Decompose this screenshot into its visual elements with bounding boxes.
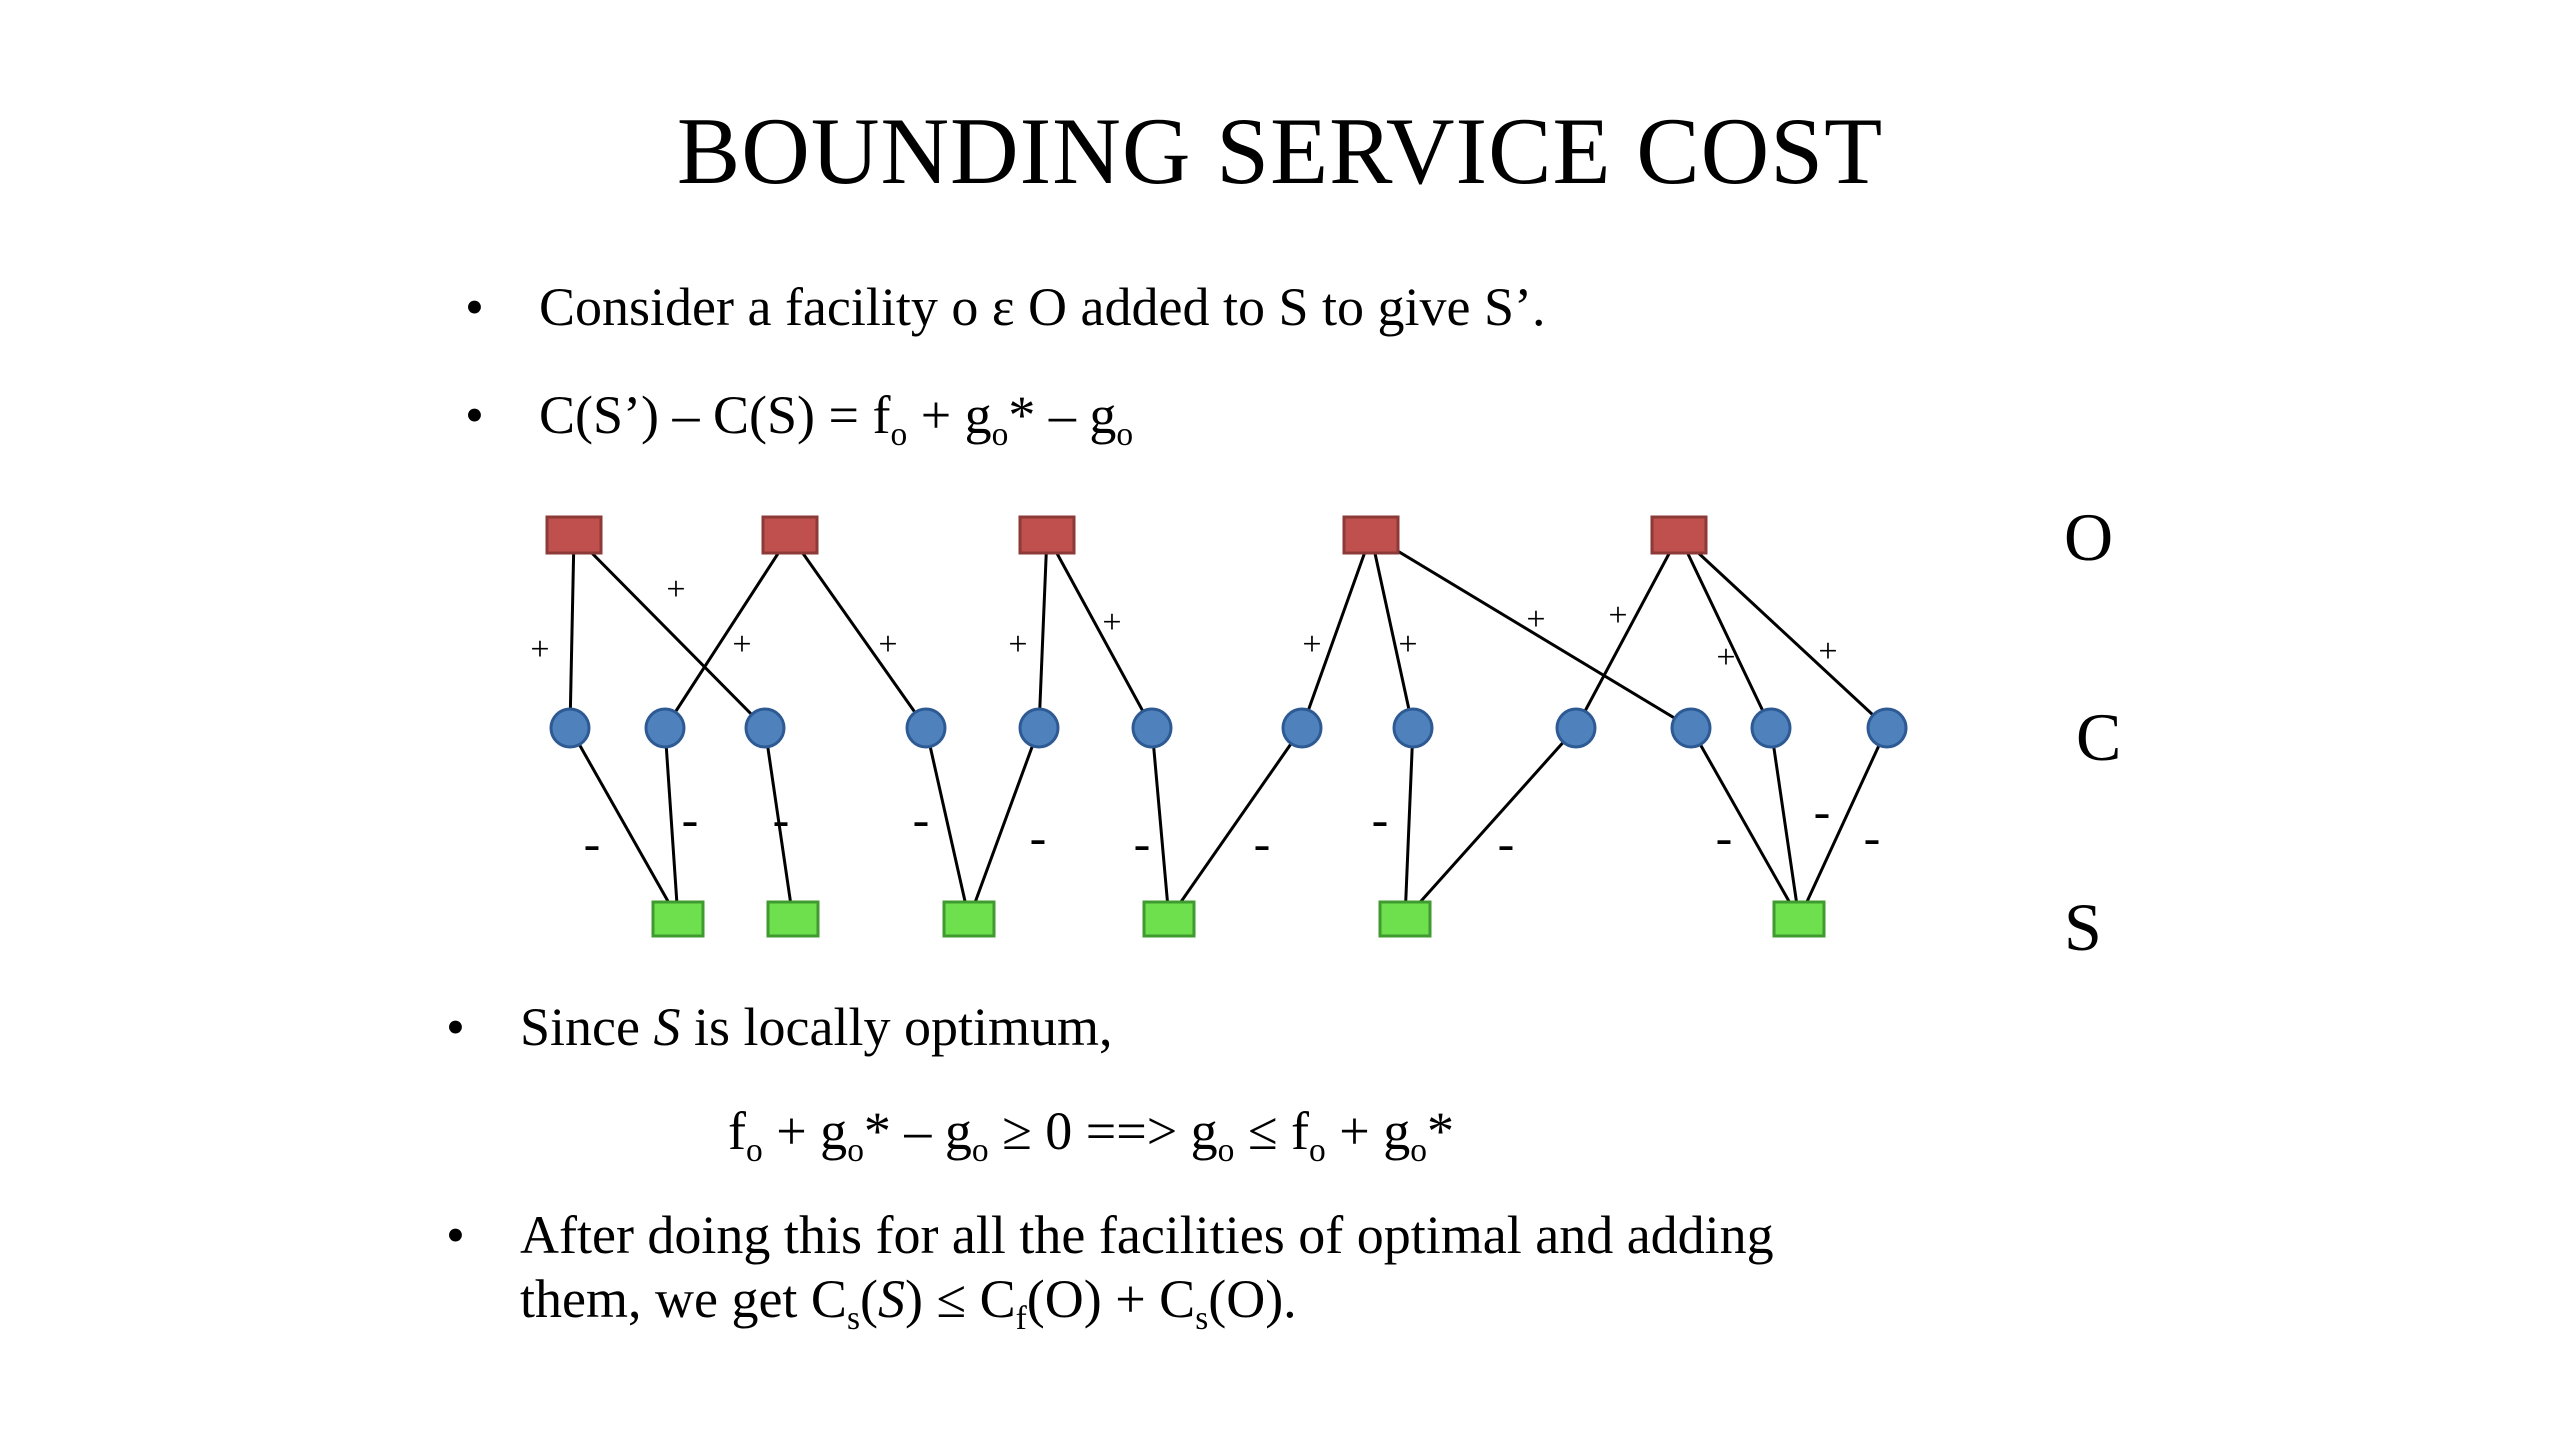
optimal-to-client-edge <box>1677 534 1773 729</box>
bullet-cost-difference: • C(S’) – C(S) = fo + go* – go <box>465 384 1134 453</box>
minus-sign-label: - <box>1814 783 1831 839</box>
plus-sign-label: + <box>1716 639 1735 676</box>
row-label-solution-facilities: S <box>2064 889 2102 965</box>
plus-sign-label: + <box>1102 604 1121 641</box>
optimal-to-client-edge <box>1677 533 1889 730</box>
minus-sign-label: - <box>1134 815 1151 871</box>
minus-sign-label: - <box>1864 809 1881 865</box>
bullet-locally-optimum-text: Since S is locally optimum, <box>520 997 1113 1057</box>
bullet-after-summing-text: After doing this for all the facilities … <box>520 1204 1774 1337</box>
bullet-locally-optimum: • Since S is locally optimum, <box>446 996 1112 1060</box>
plus-sign-label: + <box>732 626 751 663</box>
bullet-marker: • <box>446 997 465 1057</box>
client-to-solution-edge <box>1167 727 1304 920</box>
bullet-after-summing-line2: them, we get Cs(S) ≤ Cf(O) + Cs(O). <box>520 1268 1297 1337</box>
client-node <box>1866 707 1908 749</box>
client-to-solution-edge <box>1403 726 1578 921</box>
optimal-to-client-edge <box>1370 533 1692 730</box>
client-node <box>1018 707 1060 749</box>
client-to-solution-edge <box>663 727 680 920</box>
optimal-facility-node <box>1342 515 1400 555</box>
plus-sign-label: + <box>1302 626 1321 663</box>
solution-facility-node <box>1772 900 1826 938</box>
minus-sign-label: - <box>584 815 601 871</box>
plus-sign-label: + <box>1008 626 1027 663</box>
row-label-clients: C <box>2076 699 2122 775</box>
minus-sign-label: - <box>682 791 699 847</box>
optimal-facility-node <box>761 515 819 555</box>
bullet-after-summing: • After doing this for all the facilities… <box>446 1204 1774 1337</box>
client-node <box>1555 707 1597 749</box>
plus-sign-label: + <box>1526 601 1545 638</box>
client-to-solution-edge <box>1769 727 1801 920</box>
bullet-marker: • <box>465 277 484 337</box>
solution-facility-node <box>1142 900 1196 938</box>
minus-sign-label: - <box>1498 815 1515 871</box>
optimal-to-client-edge <box>663 534 792 729</box>
solution-facility-node <box>942 900 996 938</box>
plus-sign-label: + <box>878 626 897 663</box>
client-node <box>644 707 686 749</box>
optimal-to-client-edge <box>1037 534 1049 729</box>
minus-sign-label: - <box>913 791 930 847</box>
client-node <box>1281 707 1323 749</box>
plus-sign-label: + <box>530 631 549 668</box>
minus-sign-label: - <box>1372 791 1389 847</box>
bullet-marker: • <box>465 385 484 445</box>
plus-sign-label: + <box>666 571 685 608</box>
client-to-solution-edge <box>1150 727 1171 920</box>
client-to-solution-edge <box>1797 727 1889 920</box>
minus-sign-label: - <box>1716 809 1733 865</box>
client-to-solution-edge <box>763 727 795 920</box>
client-node <box>1131 707 1173 749</box>
bullet-consider-facility: • Consider a facility o ε O added to S to… <box>465 276 1546 340</box>
plus-sign-label: + <box>1608 597 1627 634</box>
client-to-solution-edge <box>1403 727 1415 920</box>
client-node <box>549 707 591 749</box>
optimal-to-client-edge <box>568 534 576 729</box>
client-node <box>1392 707 1434 749</box>
minus-sign-label: - <box>773 791 790 847</box>
optimal-to-client-edge <box>1574 534 1681 729</box>
minus-sign-label: - <box>1254 815 1271 871</box>
slide-title: BOUNDING SERVICE COST <box>676 98 1884 204</box>
plus-sign-label: + <box>1818 633 1837 670</box>
solution-facility-node <box>651 900 705 938</box>
client-to-solution-edge <box>967 727 1041 920</box>
inequality-formula: fo + go* – go ≥ 0 ==> go ≤ fo + go* <box>728 1101 1454 1169</box>
solution-facility-node <box>1378 900 1432 938</box>
minus-sign-label: - <box>1030 809 1047 865</box>
plus-sign-label: + <box>1398 626 1417 663</box>
optimal-facility-node <box>545 515 603 555</box>
solution-facility-node <box>766 900 820 938</box>
bullet-cost-difference-text: C(S’) – C(S) = fo + go* – go <box>539 385 1134 453</box>
client-to-solution-edge <box>924 727 971 920</box>
optimal-to-client-edge <box>1300 534 1373 729</box>
client-node <box>1670 707 1712 749</box>
client-node <box>905 707 947 749</box>
optimal-facility-node <box>1650 515 1708 555</box>
client-node <box>1750 707 1792 749</box>
bullet-consider-facility-text: Consider a facility o ε O added to S to … <box>539 277 1546 337</box>
optimal-to-client-edge <box>572 533 767 730</box>
optimal-to-client-edge <box>1369 534 1415 729</box>
optimal-facility-node <box>1018 515 1076 555</box>
optimal-to-client-edge <box>1045 534 1154 729</box>
client-to-solution-edge <box>568 727 680 920</box>
optimal-to-client-edge <box>788 534 928 729</box>
row-label-optimal-facilities: O <box>2064 499 2114 575</box>
bullet-marker: • <box>446 1205 465 1265</box>
client-node <box>744 707 786 749</box>
bullet-after-summing-line1: After doing this for all the facilities … <box>520 1205 1774 1265</box>
client-to-solution-edge <box>1689 727 1801 920</box>
